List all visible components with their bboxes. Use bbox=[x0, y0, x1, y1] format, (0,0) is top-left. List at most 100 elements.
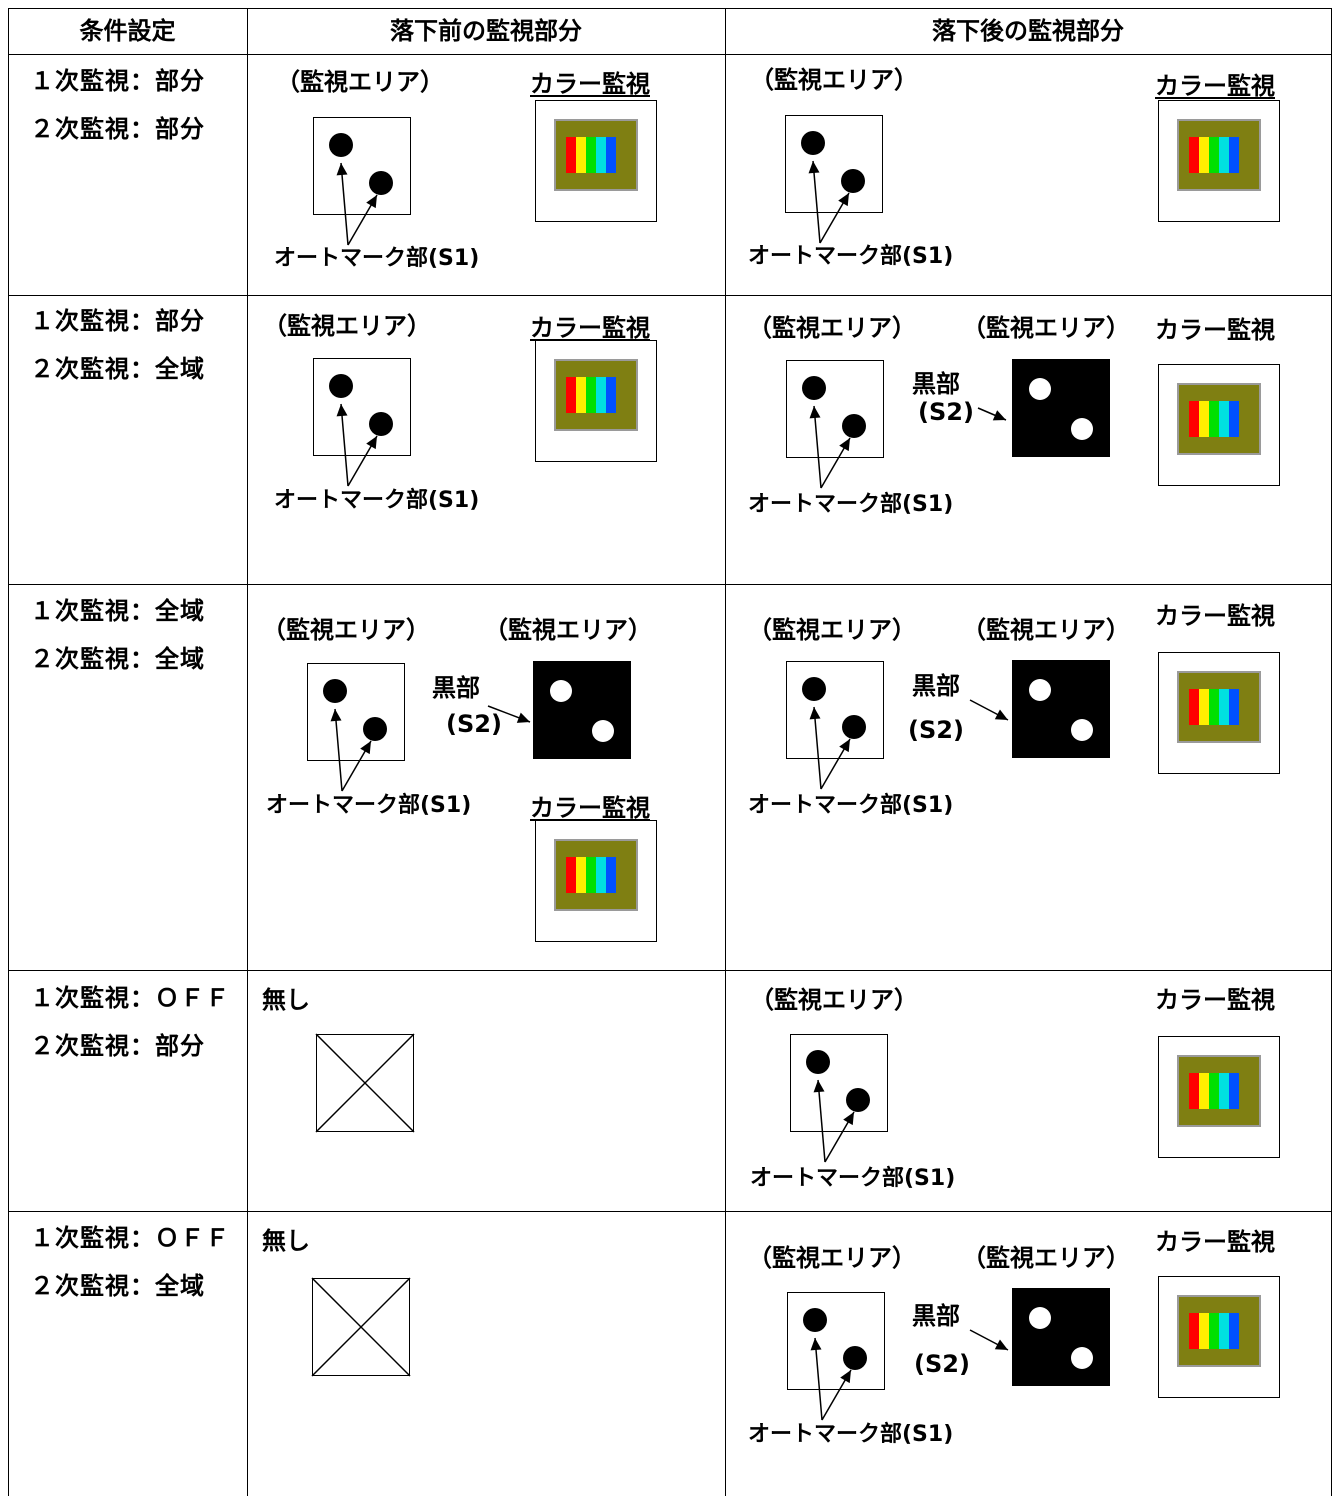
black-part-arrow-head bbox=[994, 1339, 1008, 1350]
monitor-area-box bbox=[785, 115, 883, 213]
color-bar bbox=[1219, 401, 1229, 437]
header-before: 落下前の監視部分 bbox=[390, 17, 582, 45]
black-part-hole bbox=[1071, 719, 1093, 741]
condition-line2: ２次監視：全域 bbox=[30, 355, 205, 383]
auto-mark-dot bbox=[846, 1088, 870, 1112]
auto-mark-dot bbox=[802, 376, 826, 400]
condition-line2: ２次監視：全域 bbox=[30, 1272, 205, 1300]
auto-mark-label: オートマーク部(S1) bbox=[748, 492, 954, 517]
auto-mark-label: オートマーク部(S1) bbox=[748, 244, 954, 269]
black-part-hole bbox=[1071, 418, 1093, 440]
color-bar bbox=[566, 857, 576, 893]
color-monitor-frame bbox=[1158, 1276, 1280, 1398]
condition-cell: １次監視：部分 ２次監視：部分 bbox=[30, 57, 205, 153]
auto-mark-label: オートマーク部(S1) bbox=[274, 488, 480, 513]
auto-mark-label: オートマーク部(S1) bbox=[748, 793, 954, 818]
auto-mark-dot bbox=[323, 679, 347, 703]
monitor-area-label: （監視エリア） bbox=[262, 616, 430, 644]
color-bar bbox=[606, 857, 616, 893]
color-monitor-frame bbox=[1158, 652, 1280, 774]
black-part-box bbox=[1012, 359, 1110, 457]
black-part-hole bbox=[1071, 1347, 1093, 1369]
monitor-area-label: （監視エリア） bbox=[750, 986, 918, 1014]
header-after: 落下後の監視部分 bbox=[932, 17, 1124, 45]
color-bar bbox=[596, 137, 606, 173]
color-monitor-label: カラー監視 bbox=[1155, 316, 1275, 344]
color-bar bbox=[1229, 1313, 1239, 1349]
condition-cell: １次監視：ＯＦＦ ２次監視：部分 bbox=[30, 974, 230, 1070]
color-bar bbox=[1189, 401, 1199, 437]
table-border-left bbox=[8, 8, 9, 1496]
s2-label: (S2) bbox=[914, 1350, 970, 1378]
color-bars bbox=[1189, 1073, 1239, 1109]
color-monitor-label: カラー監視 bbox=[1155, 72, 1275, 100]
table-border-top bbox=[8, 8, 1332, 9]
color-bar bbox=[1209, 1313, 1219, 1349]
header-condition: 条件設定 bbox=[79, 17, 176, 45]
color-bars bbox=[566, 137, 616, 173]
monitor-area-label: （監視エリア） bbox=[962, 616, 1130, 644]
color-monitor-frame bbox=[1158, 364, 1280, 486]
auto-mark-dot bbox=[329, 133, 353, 157]
monitor-area-label: （監視エリア） bbox=[962, 1244, 1130, 1272]
color-bar bbox=[1229, 401, 1239, 437]
auto-mark-dot bbox=[802, 677, 826, 701]
table-border-col1 bbox=[247, 8, 248, 1496]
auto-mark-dot bbox=[363, 717, 387, 741]
auto-mark-dot bbox=[806, 1050, 830, 1074]
color-bar bbox=[1219, 689, 1229, 725]
color-bar bbox=[606, 377, 616, 413]
monitor-area-label: （監視エリア） bbox=[962, 314, 1130, 342]
color-monitor-label: カラー監視 bbox=[530, 70, 650, 98]
color-bar bbox=[586, 377, 596, 413]
table-border-row3 bbox=[8, 970, 1332, 971]
auto-mark-dot bbox=[842, 715, 866, 739]
monitor-area-box bbox=[787, 1292, 885, 1390]
color-bar bbox=[1209, 401, 1219, 437]
color-bar bbox=[1199, 689, 1209, 725]
table-border-row2 bbox=[8, 584, 1332, 585]
color-monitor-panel bbox=[1177, 1295, 1261, 1367]
condition-line1: １次監視：ＯＦＦ bbox=[30, 984, 230, 1012]
s2-label: (S2) bbox=[446, 710, 502, 738]
auto-mark-dot bbox=[842, 414, 866, 438]
condition-cell: １次監視：ＯＦＦ ２次監視：全域 bbox=[30, 1214, 230, 1310]
black-part-hole bbox=[550, 680, 572, 702]
black-part-hole bbox=[1029, 378, 1051, 400]
color-monitor-panel bbox=[1177, 671, 1261, 743]
color-bar bbox=[1209, 137, 1219, 173]
color-bar bbox=[1189, 689, 1199, 725]
auto-mark-dot bbox=[369, 412, 393, 436]
none-label: 無し bbox=[262, 1227, 310, 1255]
black-part-box bbox=[533, 661, 631, 759]
monitor-area-box bbox=[790, 1034, 888, 1132]
s2-label: (S2) bbox=[908, 716, 964, 744]
monitor-area-box bbox=[313, 117, 411, 215]
color-monitor-label: カラー監視 bbox=[1155, 1228, 1275, 1256]
black-part-label: 黒部 bbox=[912, 1302, 960, 1330]
color-monitor-label: カラー監視 bbox=[530, 794, 650, 822]
monitor-area-box bbox=[313, 358, 411, 456]
monitor-area-box bbox=[786, 360, 884, 458]
black-part-hole bbox=[592, 720, 614, 742]
black-part-arrow-head bbox=[992, 410, 1006, 421]
monitor-area-box bbox=[307, 663, 405, 761]
color-bar bbox=[1219, 1073, 1229, 1109]
black-part-hole bbox=[1029, 679, 1051, 701]
color-bar bbox=[1209, 689, 1219, 725]
condition-line1: １次監視：部分 bbox=[30, 67, 205, 95]
color-bars bbox=[1189, 1313, 1239, 1349]
color-monitor-frame bbox=[535, 820, 657, 942]
black-part-hole bbox=[1029, 1307, 1051, 1329]
table-border-row1 bbox=[8, 295, 1332, 296]
color-bar bbox=[576, 377, 586, 413]
none-box bbox=[316, 1034, 414, 1132]
color-bar bbox=[1189, 1313, 1199, 1349]
monitor-area-label: （監視エリア） bbox=[748, 1244, 916, 1272]
color-monitor-panel bbox=[554, 119, 638, 191]
color-bar bbox=[606, 137, 616, 173]
black-part-box bbox=[1012, 660, 1110, 758]
black-part-label: 黒部 bbox=[432, 674, 480, 702]
black-part-box bbox=[1012, 1288, 1110, 1386]
color-monitor-frame bbox=[1158, 1036, 1280, 1158]
